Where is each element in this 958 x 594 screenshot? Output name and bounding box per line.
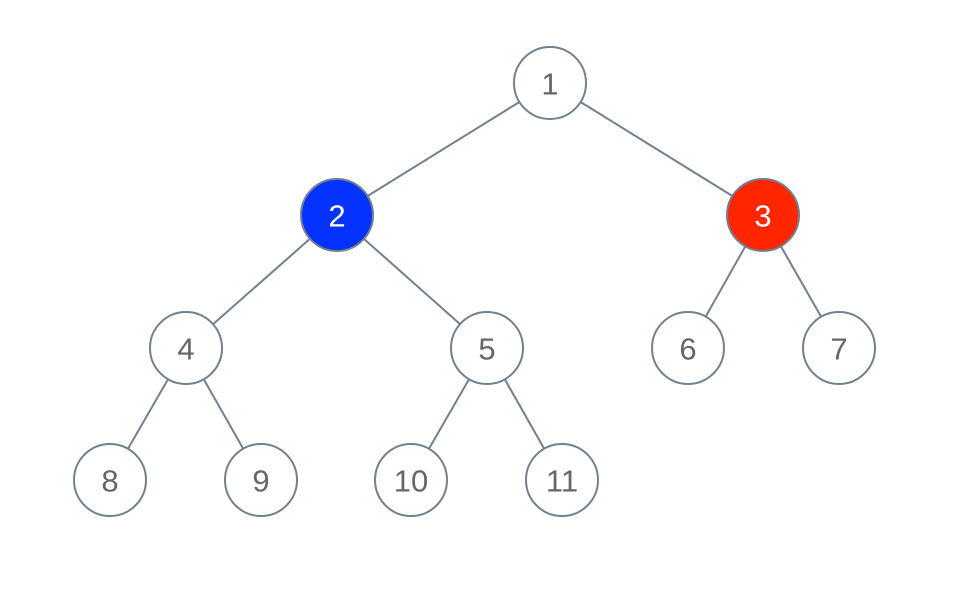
node-label-2: 2 [328,199,345,234]
tree-node-4: 4 [149,311,223,385]
node-label-5: 5 [478,332,495,367]
edge-1-2 [367,101,520,197]
edge-4-9 [202,378,245,450]
edge-5-10 [428,378,470,450]
node-label-3: 3 [754,199,771,234]
edge-4-8 [127,378,169,450]
tree-node-11: 11 [525,443,599,517]
node-circle-8 [73,443,147,517]
tree-node-2: 2 [300,178,374,252]
node-circle-6 [651,311,725,385]
node-label-4: 4 [177,332,194,367]
node-circle-5 [450,311,524,385]
node-circle-9 [224,443,298,517]
edge-1-3 [580,101,733,197]
tree-node-1: 1 [513,46,587,120]
node-label-11: 11 [546,464,578,499]
node-label-6: 6 [679,332,696,367]
edge-2-5 [363,238,461,325]
tree-node-8: 8 [73,443,147,517]
tree-edges [127,101,823,450]
edge-3-7 [779,245,823,318]
edge-3-6 [704,245,747,318]
tree-node-9: 9 [224,443,298,517]
node-circle-3 [726,178,800,252]
node-circle-11 [525,443,599,517]
tree-node-6: 6 [651,311,725,385]
tree-node-7: 7 [802,311,876,385]
node-circle-1 [513,46,587,120]
node-circle-10 [374,443,448,517]
tree-node-3: 3 [726,178,800,252]
node-circle-4 [149,311,223,385]
node-label-7: 7 [830,332,847,367]
node-label-10: 10 [394,464,428,499]
tree-node-5: 5 [450,311,524,385]
node-label-1: 1 [541,67,558,102]
node-label-8: 8 [101,464,118,499]
node-circle-2 [300,178,374,252]
tree-node-10: 10 [374,443,448,517]
edge-2-4 [212,238,311,325]
tree-nodes: 1 2 3 4 5 6 7 8 9 10 11 [73,46,876,517]
edge-5-11 [503,378,546,450]
node-circle-7 [802,311,876,385]
node-label-9: 9 [252,464,269,499]
